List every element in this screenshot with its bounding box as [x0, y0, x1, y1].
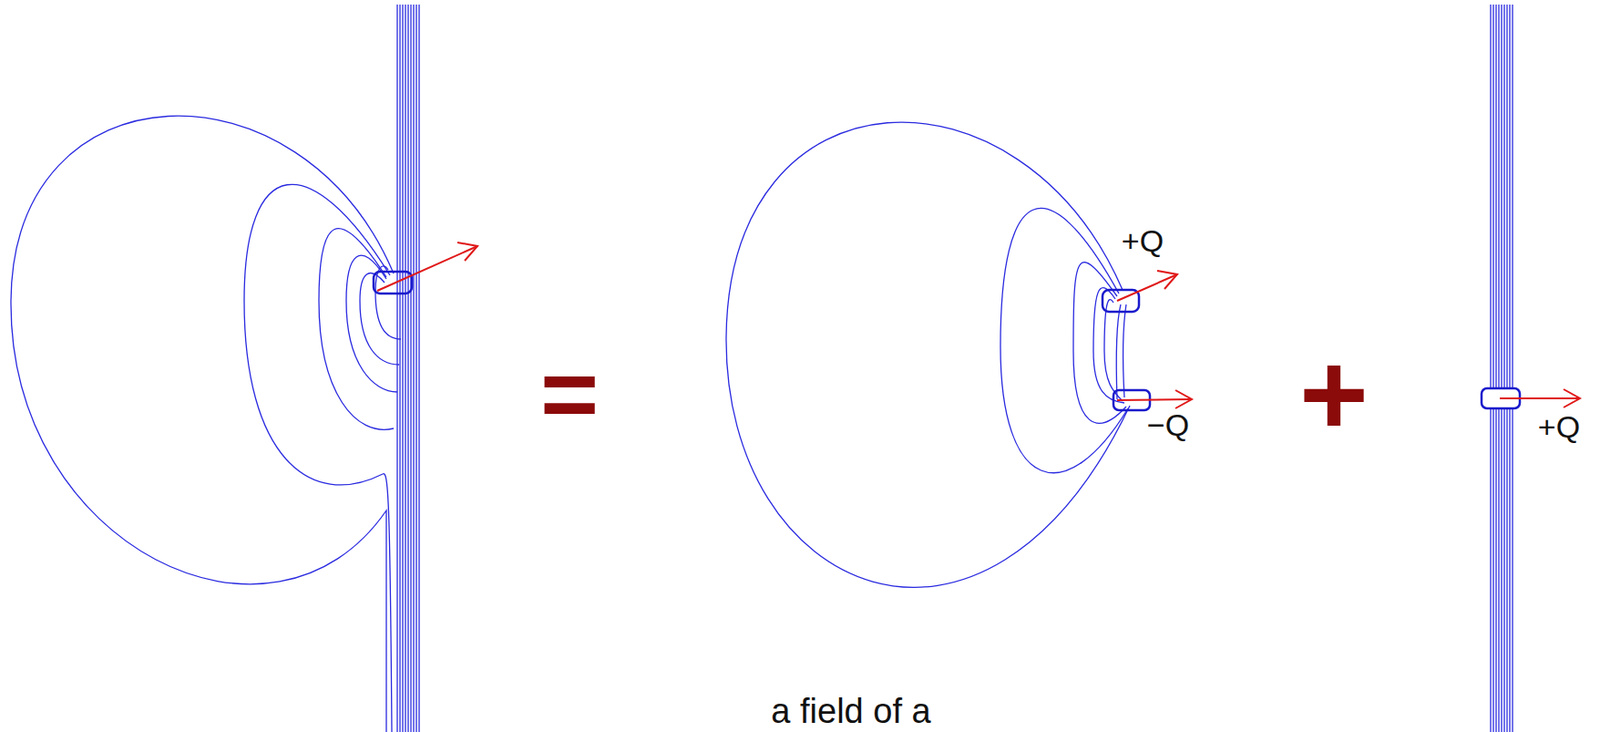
equals-sign: =	[540, 343, 599, 444]
charge-label: +Q	[1538, 410, 1580, 442]
field-band-left	[397, 4, 420, 732]
field-band-right	[1490, 4, 1513, 732]
caption-text: a field of a	[770, 693, 931, 729]
field-loops-left	[10, 115, 401, 732]
plus-sign: +	[1299, 334, 1369, 453]
field-loops-middle	[726, 122, 1130, 587]
charge-label: −Q	[1147, 409, 1190, 441]
charge-label: +Q	[1121, 225, 1164, 257]
